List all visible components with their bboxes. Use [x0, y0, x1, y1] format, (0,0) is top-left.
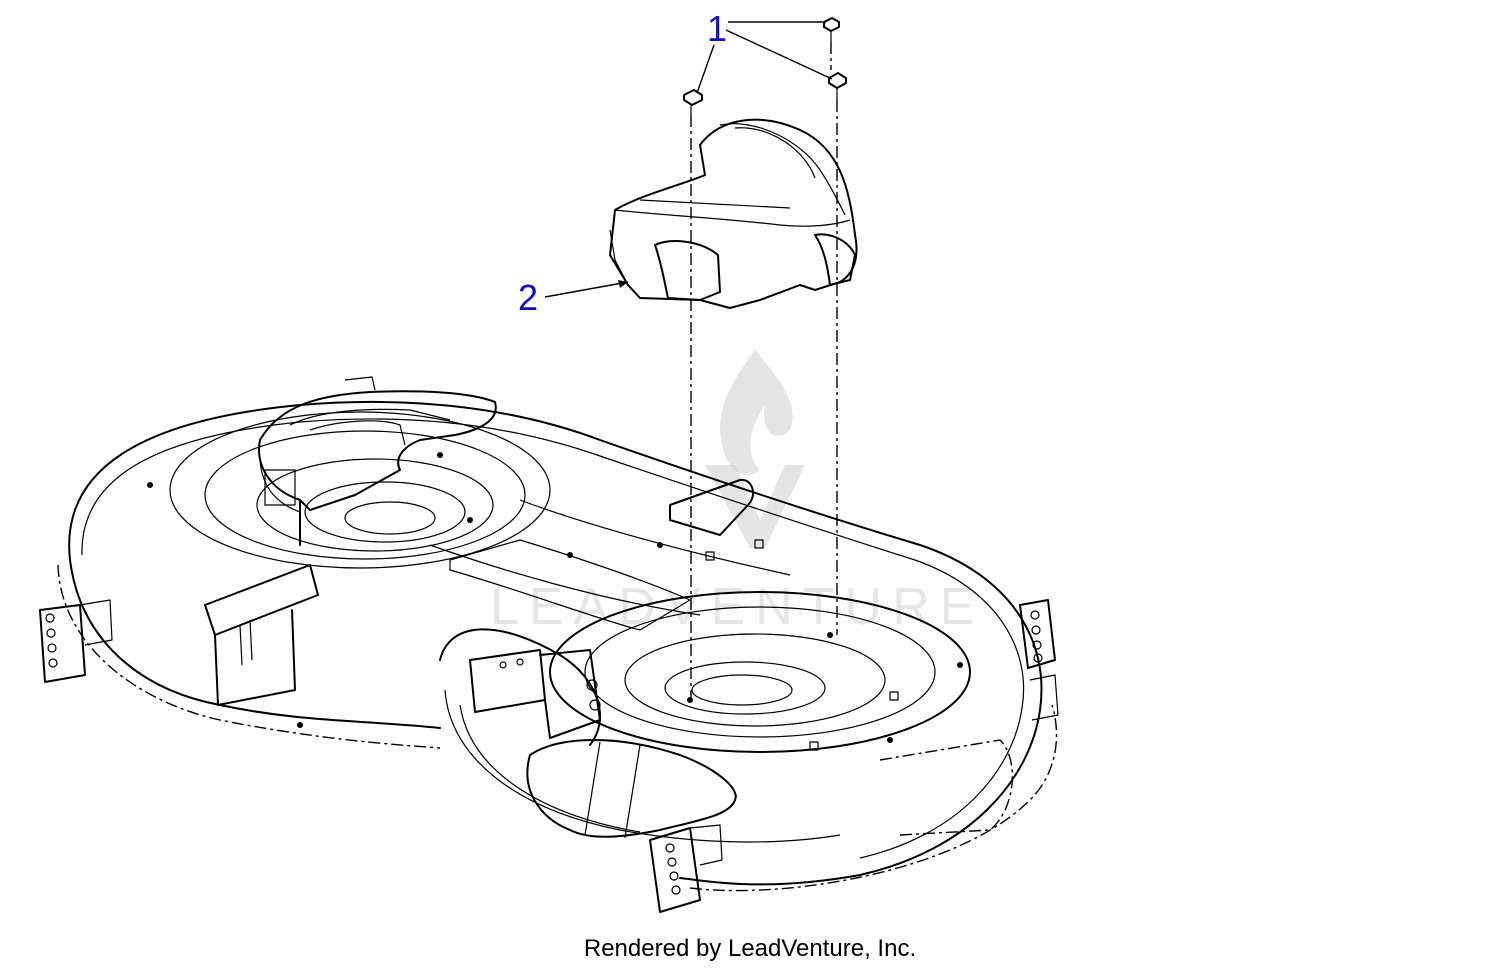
- screw-left: [683, 89, 703, 115]
- screw-mid-right: [828, 72, 847, 100]
- assembly-centerlines: [690, 42, 838, 700]
- render-credit: Rendered by LeadVenture, Inc.: [583, 935, 917, 962]
- watermark-logo: LEADVENTURE: [490, 350, 984, 636]
- callout-2: 2: [518, 277, 629, 318]
- callout-2-label: 2: [518, 277, 538, 318]
- mower-deck: [39, 376, 1059, 913]
- screw-hardware: [683, 17, 847, 115]
- watermark-text: LEADVENTURE: [490, 578, 984, 636]
- screw-top-right: [823, 17, 840, 42]
- belt-cover-part: [609, 118, 858, 309]
- callout-1: 1: [696, 8, 833, 94]
- callout-1-label: 1: [707, 8, 727, 49]
